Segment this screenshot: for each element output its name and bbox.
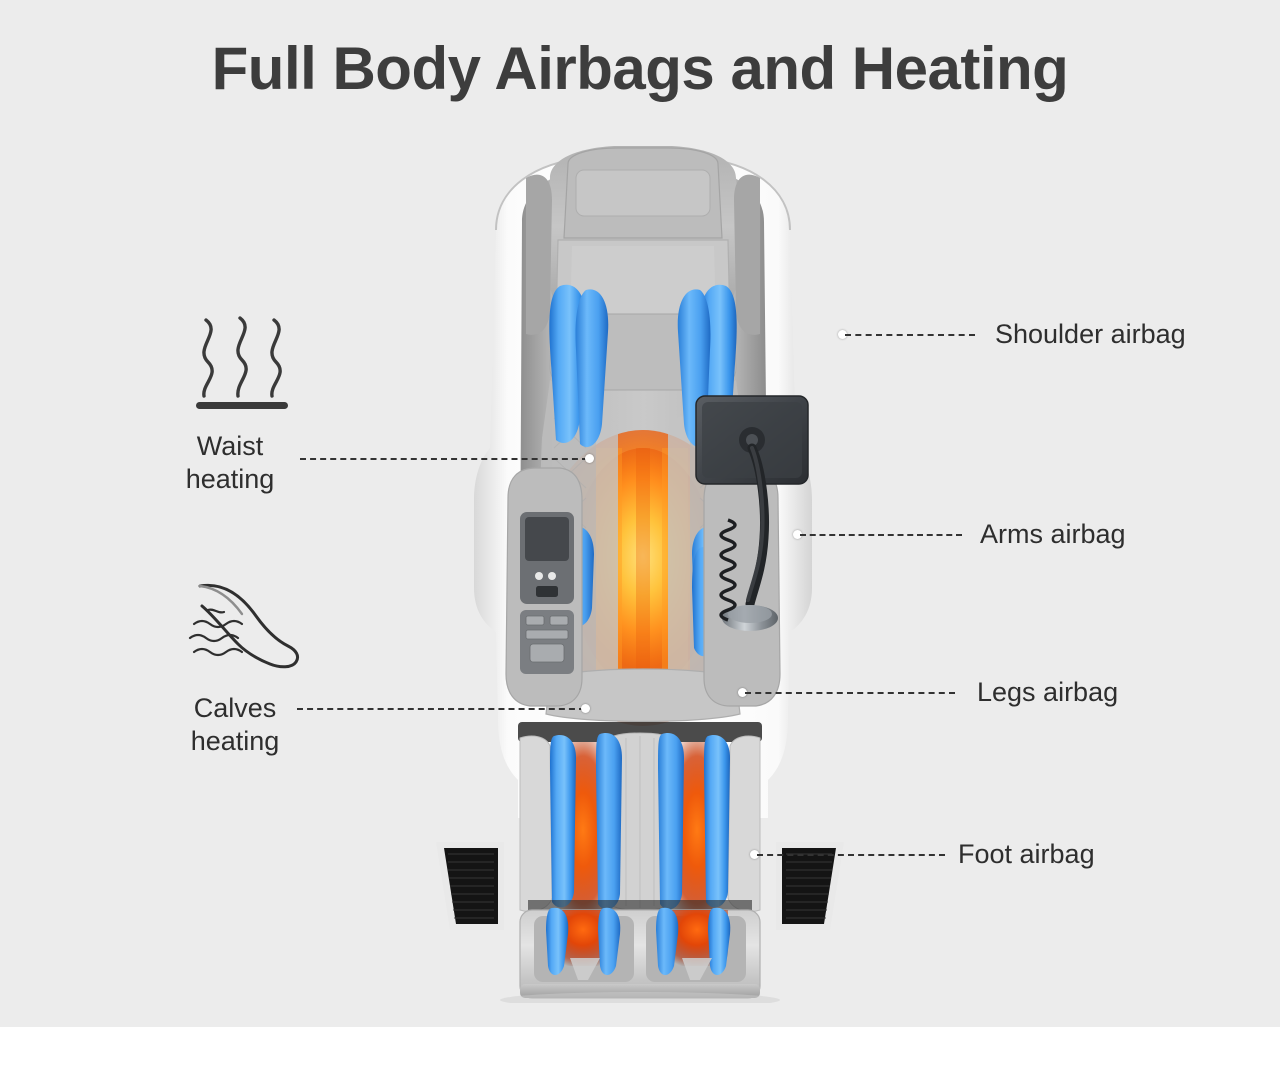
leader-line-arms-airbag bbox=[800, 534, 962, 538]
gray-panel: Full Body Airbags and Heating bbox=[0, 0, 1280, 1027]
callout-legs-airbag: Legs airbag bbox=[977, 677, 1119, 707]
leader-dot-arms-airbag bbox=[793, 530, 802, 539]
callout-arms-airbag: Arms airbag bbox=[980, 519, 1126, 549]
callout-waist-heating-line1: Waist bbox=[196, 431, 264, 461]
leader-line-legs-airbag bbox=[745, 692, 955, 696]
callout-foot-airbag: Foot airbag bbox=[958, 839, 1095, 869]
callout-calves-heating-line1: Calves bbox=[193, 693, 277, 723]
heated-leg-icon bbox=[184, 580, 309, 675]
leader-line-shoulder-airbag bbox=[845, 334, 975, 338]
leader-line-waist-heating bbox=[300, 458, 588, 462]
callout-shoulder-airbag: Shoulder airbag bbox=[995, 319, 1186, 349]
heat-waves-icon bbox=[188, 310, 298, 410]
callout-calves-heating: Calves heating bbox=[160, 692, 310, 758]
leader-line-calves-heating bbox=[297, 708, 585, 712]
leader-dot-calves-heating bbox=[581, 704, 590, 713]
callout-waist-heating-line2: heating bbox=[185, 463, 275, 494]
callout-calves-heating-line2: heating bbox=[190, 725, 280, 756]
page-title: Full Body Airbags and Heating bbox=[211, 35, 1069, 102]
massage-chair-illustration bbox=[400, 118, 880, 1003]
leader-dot-foot-airbag bbox=[750, 850, 759, 859]
leader-dot-shoulder-airbag bbox=[838, 330, 847, 339]
leader-line-foot-airbag bbox=[757, 854, 945, 858]
leader-dot-waist-heating bbox=[585, 454, 594, 463]
callout-waist-heating: Waist heating bbox=[160, 430, 300, 496]
leader-dot-legs-airbag bbox=[738, 688, 747, 697]
